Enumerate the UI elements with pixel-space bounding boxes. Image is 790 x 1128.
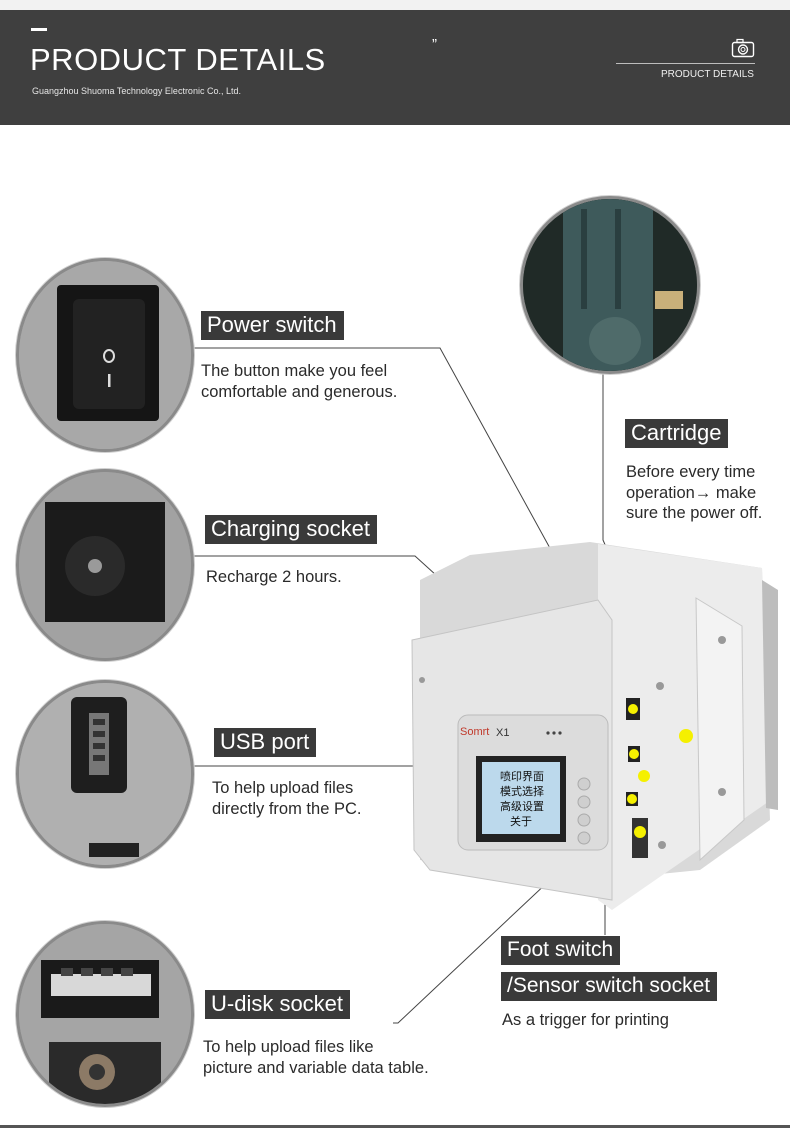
bottom-divider	[0, 1125, 790, 1128]
device-brand: Somrt	[460, 726, 489, 738]
usb-port-description: To help upload files directly from the P…	[212, 779, 362, 818]
charging-socket-description: Recharge 2 hours.	[206, 568, 342, 586]
charging-socket-closeup	[16, 469, 194, 661]
menu-item-3: 高级设置	[500, 799, 544, 813]
usb-port-label: USB port	[214, 728, 317, 757]
cartridge-label: Cartridge	[625, 419, 729, 448]
menu-item-4: 关于	[510, 814, 532, 828]
u-disk-socket-label: U-disk socket	[205, 990, 351, 1019]
charging-socket-label: Charging socket	[205, 515, 377, 544]
device-model: X1	[496, 727, 509, 739]
company-name: Guangzhou Shuoma Technology Electronic C…	[32, 86, 241, 96]
menu-item-2: 模式选择	[500, 784, 544, 798]
printer-device: Somrt X1 喷印界面 模式选择 高级设置 关于	[400, 540, 780, 910]
header-right-label: PRODUCT DETAILS	[661, 69, 754, 80]
power-switch-closeup	[16, 258, 194, 452]
page-title: PRODUCT DETAILS	[30, 42, 326, 77]
foot-switch-label: Foot switch	[501, 936, 621, 965]
power-switch-description: The button make you feel comfortable and…	[201, 362, 398, 401]
cartridge-description: Before every time operation→ make sure t…	[626, 463, 763, 522]
title-dash	[31, 28, 47, 31]
header-banner	[0, 10, 790, 125]
top-band	[0, 0, 790, 10]
quote-mark: ”	[432, 36, 437, 53]
u-disk-socket-description: To help upload files like picture and va…	[203, 1038, 429, 1077]
power-switch-label: Power switch	[201, 311, 344, 340]
sensor-switch-label: /Sensor switch socket	[501, 972, 718, 1001]
menu-item-1: 喷印界面	[500, 770, 544, 783]
foot-switch-description: As a trigger for printing	[502, 1011, 669, 1029]
camera-icon	[731, 38, 755, 63]
u-disk-socket-closeup	[16, 921, 194, 1107]
usb-port-closeup	[16, 680, 194, 868]
cartridge-closeup	[520, 196, 700, 374]
header-divider	[616, 63, 755, 64]
